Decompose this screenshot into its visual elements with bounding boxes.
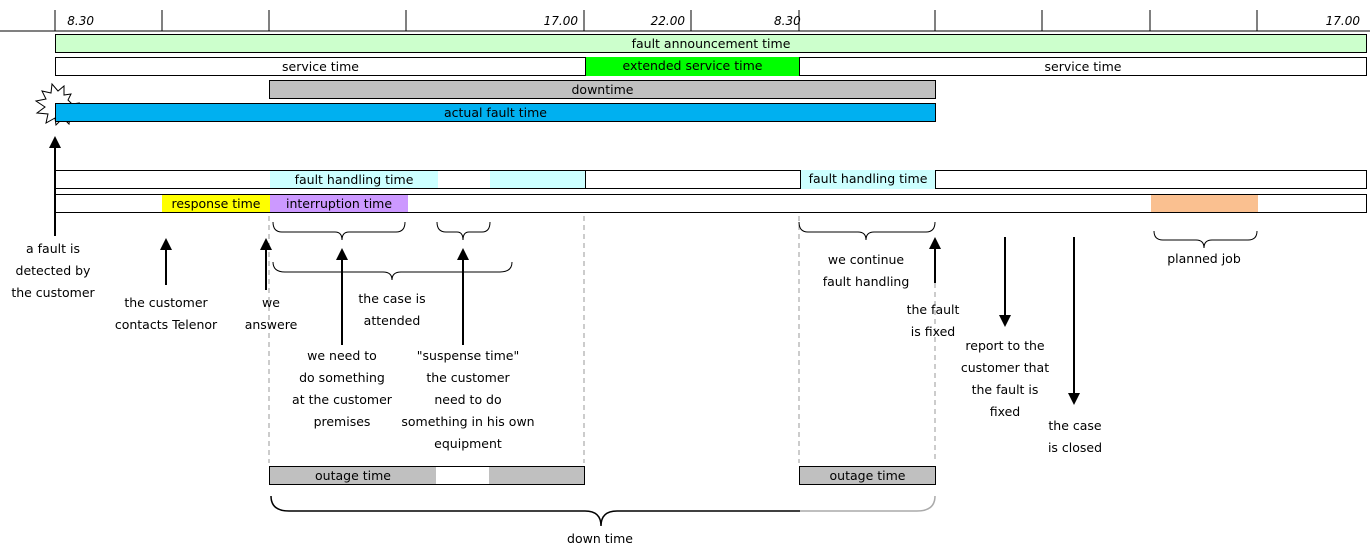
case-attended-line-2: attended [363, 313, 421, 328]
interruption-time-label: interruption time [285, 196, 393, 211]
customer-contacts-line-1: the customer [124, 295, 208, 310]
fault-handling-label-2: fault handling time [808, 171, 928, 186]
handling-divider-1 [585, 170, 586, 189]
suspense-line-4: something in his own [401, 414, 535, 429]
fault-detected-line-2: detected by [15, 263, 91, 278]
annotation-report: report to the customer that the fault is… [955, 335, 1055, 423]
outage-label-1: outage time [315, 468, 391, 483]
annotation-need-to-do: we need to do something at the customer … [286, 345, 398, 433]
annotation-fault-detected: a fault is detected by the customer [0, 238, 108, 304]
planned-job-bar [1151, 195, 1258, 212]
fault-announcement-bar: fault announcement time [55, 34, 1367, 53]
report-line-2: customer that [960, 360, 1050, 375]
we-answere-line-2: answere [244, 317, 298, 332]
dashed-guides [268, 216, 936, 463]
annotation-customer-contacts: the customer contacts Telenor [100, 292, 232, 336]
curly-braces [272, 221, 1258, 281]
extended-service-label: extended service time [622, 58, 763, 73]
outage-bar-1: outage time [269, 466, 585, 485]
actual-fault-bar: actual fault time [55, 103, 936, 122]
annotation-case-closed: the case is closed [1030, 415, 1120, 459]
annotation-we-answere: we answere [236, 292, 306, 336]
need-to-do-line-1: we need to [307, 348, 377, 363]
down-time-brace [270, 495, 800, 527]
extended-service-bar: extended service time [585, 57, 800, 76]
fault-handling-bar-2: fault handling time [800, 170, 936, 189]
annotation-case-attended: the case is attended [342, 288, 442, 332]
service-time-left-label: service time [282, 59, 359, 74]
case-attended-line-1: the case is [358, 291, 426, 306]
fault-announcement-label: fault announcement time [631, 36, 791, 51]
response-time-bar: response time [162, 195, 270, 212]
annotation-planned-job: planned job [1167, 251, 1241, 266]
service-row: service time extended service time servi… [55, 57, 1367, 76]
downtime-bar: downtime [269, 80, 936, 99]
fault-handling-bar-1: fault handling time [270, 171, 438, 188]
time-label-0830-day2: 8.30 [774, 14, 801, 28]
suspense-line-5: equipment [434, 436, 502, 451]
time-label-1700-day1: 17.00 [543, 14, 578, 28]
axis-ticks [54, 10, 1258, 31]
response-time-label: response time [171, 196, 261, 211]
we-answere-line-1: we [262, 295, 280, 310]
continue-handling-line-1: we continue [827, 252, 905, 267]
need-to-do-line-2: do something [299, 370, 385, 385]
need-to-do-line-3: at the customer [292, 392, 392, 407]
fault-detected-line-3: the customer [11, 285, 95, 300]
suspense-line-1: "suspense time" [416, 348, 520, 363]
annotation-continue-handling: we continue fault handling [808, 249, 924, 293]
report-line-3: the fault is [971, 382, 1039, 397]
fault-handling-row: fault handling time fault handling time [55, 170, 1367, 189]
fault-fixed-line-1: the fault [906, 302, 960, 317]
fault-handling-bar-suspense [490, 171, 585, 188]
response-row: response time interruption time [55, 194, 1367, 213]
case-closed-line-2: is closed [1047, 440, 1103, 455]
suspense-line-3: need to do [434, 392, 502, 407]
annotation-fault-fixed: the fault is fixed [888, 299, 978, 343]
outage-gap [436, 467, 489, 484]
annotation-suspense-time: "suspense time" the customer need to do … [390, 345, 546, 455]
fault-handling-label-1: fault handling time [294, 172, 414, 187]
outage-bar-2: outage time [799, 466, 936, 485]
time-label-0830-day1: 8.30 [67, 14, 94, 28]
report-line-4: fixed [989, 404, 1021, 419]
down-arrows [999, 237, 1080, 405]
service-time-right-label: service time [1044, 59, 1122, 74]
outage-label-2: outage time [829, 468, 906, 483]
report-line-1: report to the [965, 338, 1045, 353]
customer-contacts-line-2: contacts Telenor [114, 317, 218, 332]
case-closed-line-1: the case [1048, 418, 1102, 433]
need-to-do-line-4: premises [313, 414, 371, 429]
time-label-2200: 22.00 [650, 14, 685, 28]
interruption-time-bar: interruption time [270, 195, 408, 212]
time-label-1700-day2: 17.00 [1325, 14, 1360, 28]
fault-fixed-line-2: is fixed [910, 324, 956, 339]
fault-detected-line-1: a fault is [26, 241, 80, 256]
annotation-down-time: down time [567, 531, 633, 546]
actual-fault-label: actual fault time [443, 105, 548, 120]
suspense-line-2: the customer [426, 370, 510, 385]
continue-handling-line-2: fault handling [822, 274, 910, 289]
downtime-label: downtime [571, 82, 634, 97]
